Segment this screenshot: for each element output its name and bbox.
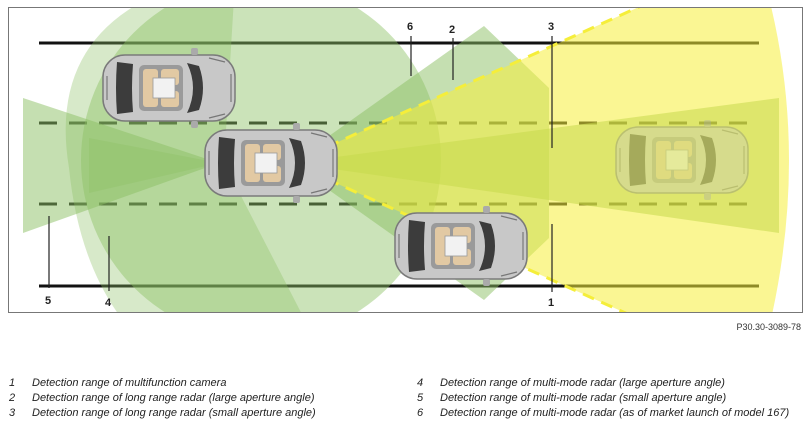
legend-number: 2 xyxy=(9,392,16,404)
vehicle-ego xyxy=(204,122,338,204)
legend-number: 1 xyxy=(9,377,16,389)
callout-3: 3 xyxy=(548,21,554,33)
legend-number: 5 xyxy=(417,392,424,404)
legend-item: 1 Detection range of multifunction camer… xyxy=(9,376,389,391)
callout-1: 1 xyxy=(548,297,554,309)
vehicle-lower-right xyxy=(394,205,528,287)
callout-6: 6 xyxy=(407,21,413,33)
legend-text: Detection range of multi-mode radar (as … xyxy=(440,407,790,419)
legend-text: Detection range of long range radar (lar… xyxy=(32,392,315,404)
legend-right: 4 Detection range of multi-mode radar (l… xyxy=(417,376,797,421)
sensor-range-diagram: 6 2 3 1 5 4 xyxy=(8,7,803,313)
callout-leaders xyxy=(48,36,553,292)
vehicle-ahead xyxy=(615,119,749,201)
figure-code: P30.30-3089-78 xyxy=(736,322,801,332)
callout-5: 5 xyxy=(45,295,51,307)
legend-item: 5 Detection range of multi-mode radar (s… xyxy=(417,391,797,406)
legend-text: Detection range of multi-mode radar (sma… xyxy=(440,392,727,404)
legend-item: 2 Detection range of long range radar (l… xyxy=(9,391,389,406)
vehicle-upper-left xyxy=(102,47,236,129)
callout-2: 2 xyxy=(449,24,455,36)
legend-text: Detection range of long range radar (sma… xyxy=(32,407,316,419)
legend-item: 6 Detection range of multi-mode radar (a… xyxy=(417,406,797,421)
legend-left: 1 Detection range of multifunction camer… xyxy=(9,376,389,421)
legend-text: Detection range of multi-mode radar (lar… xyxy=(440,377,725,389)
legend-item: 3 Detection range of long range radar (s… xyxy=(9,406,389,421)
legend-number: 4 xyxy=(417,377,424,389)
legend-text: Detection range of multifunction camera xyxy=(32,377,227,389)
legend-number: 6 xyxy=(417,407,424,419)
callout-4: 4 xyxy=(105,297,112,309)
legend-item: 4 Detection range of multi-mode radar (l… xyxy=(417,376,797,391)
zone-multimode-radar-small-aperture xyxy=(23,98,219,233)
legend-number: 3 xyxy=(9,407,16,419)
